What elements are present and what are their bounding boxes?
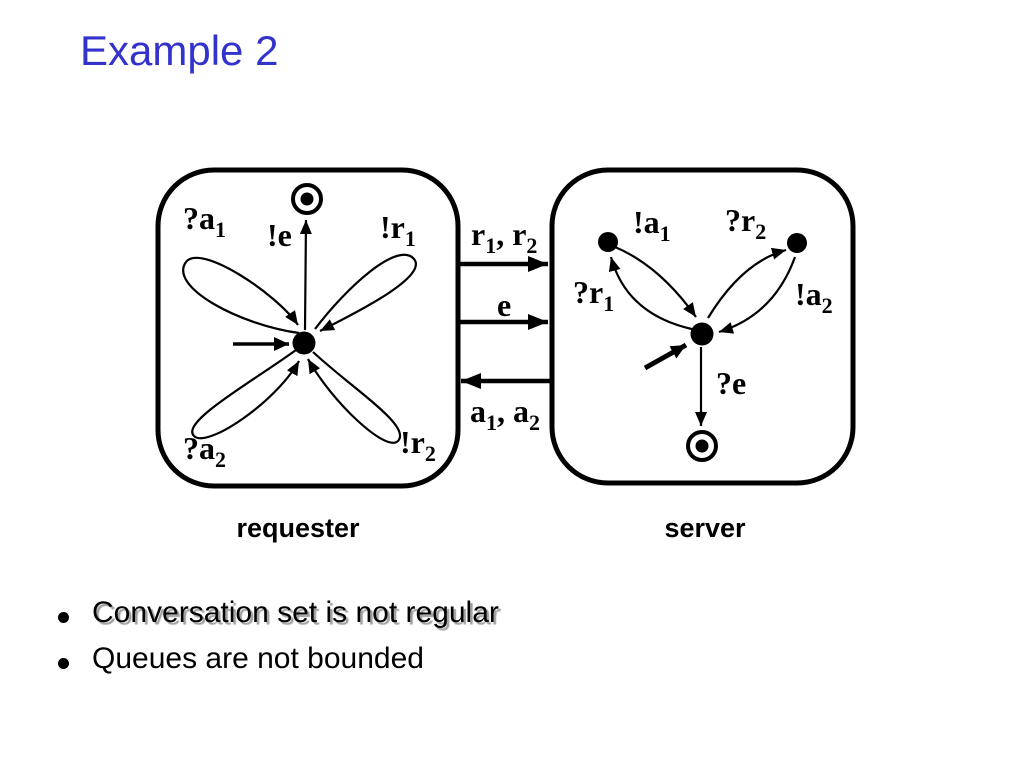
server-initial-arrow	[643, 342, 688, 371]
server-caption: server	[664, 513, 746, 543]
bullet-dot	[58, 612, 69, 623]
server-main-state	[690, 322, 714, 346]
label-recv-a1: ?a1	[183, 200, 226, 242]
transition-to-left-state	[608, 256, 697, 332]
label-send-r1: !r1	[380, 209, 416, 251]
requester-main-state	[292, 331, 316, 355]
requester-box	[155, 167, 461, 489]
channel-label-requests: r1, r2	[471, 216, 537, 258]
label-recv-a2: ?a2	[183, 430, 226, 472]
loop-recv-a1	[182, 256, 300, 335]
server-box	[549, 167, 856, 486]
label-send-r2: !r2	[400, 424, 436, 466]
final-state-inner-dot	[695, 439, 709, 453]
label-send-a1: !a1	[633, 204, 671, 246]
transition-send-e	[299, 219, 312, 331]
server-final-state	[686, 430, 718, 462]
bullet-text: Conversation set is not regular	[92, 596, 499, 629]
bullet-dot	[58, 658, 69, 669]
bullet-item: Queues are not bounded	[52, 642, 499, 688]
server-machine: !a1 ?r2 ?r1 !a2 ?e	[549, 167, 856, 486]
final-state-inner-dot	[300, 192, 314, 206]
transition-to-right-state	[707, 247, 787, 319]
bullet-item: Conversation set is not regular	[52, 596, 499, 642]
label-send-e: !e	[267, 217, 292, 253]
label-recv-r1: ?r1	[573, 274, 614, 316]
loop-send-r2	[307, 351, 402, 444]
loop-recv-a2	[191, 349, 300, 440]
bullet-text: Queues are not bounded	[92, 642, 424, 675]
transition-left-to-center	[614, 245, 697, 318]
requester-caption: requester	[236, 513, 360, 543]
label-recv-r2: ?r2	[725, 202, 766, 244]
loop-send-r1	[314, 253, 417, 332]
server-state-left	[598, 232, 618, 252]
slide-title: Example 2	[80, 27, 279, 74]
transition-right-to-center	[718, 256, 797, 334]
message-channels: r1, r2 e a1, a2	[459, 216, 550, 435]
bullet-list: Conversation set is not regular Queues a…	[52, 596, 499, 688]
label-send-a2: !a2	[795, 276, 833, 318]
label-recv-e: ?e	[716, 365, 746, 401]
channel-label-acks: a1, a2	[470, 393, 540, 435]
requester-machine: ?a1 !e !r1 ?a2 !r2	[155, 167, 461, 489]
channel-label-e: e	[497, 287, 511, 323]
server-state-right	[787, 233, 807, 253]
requester-final-state	[291, 183, 323, 215]
